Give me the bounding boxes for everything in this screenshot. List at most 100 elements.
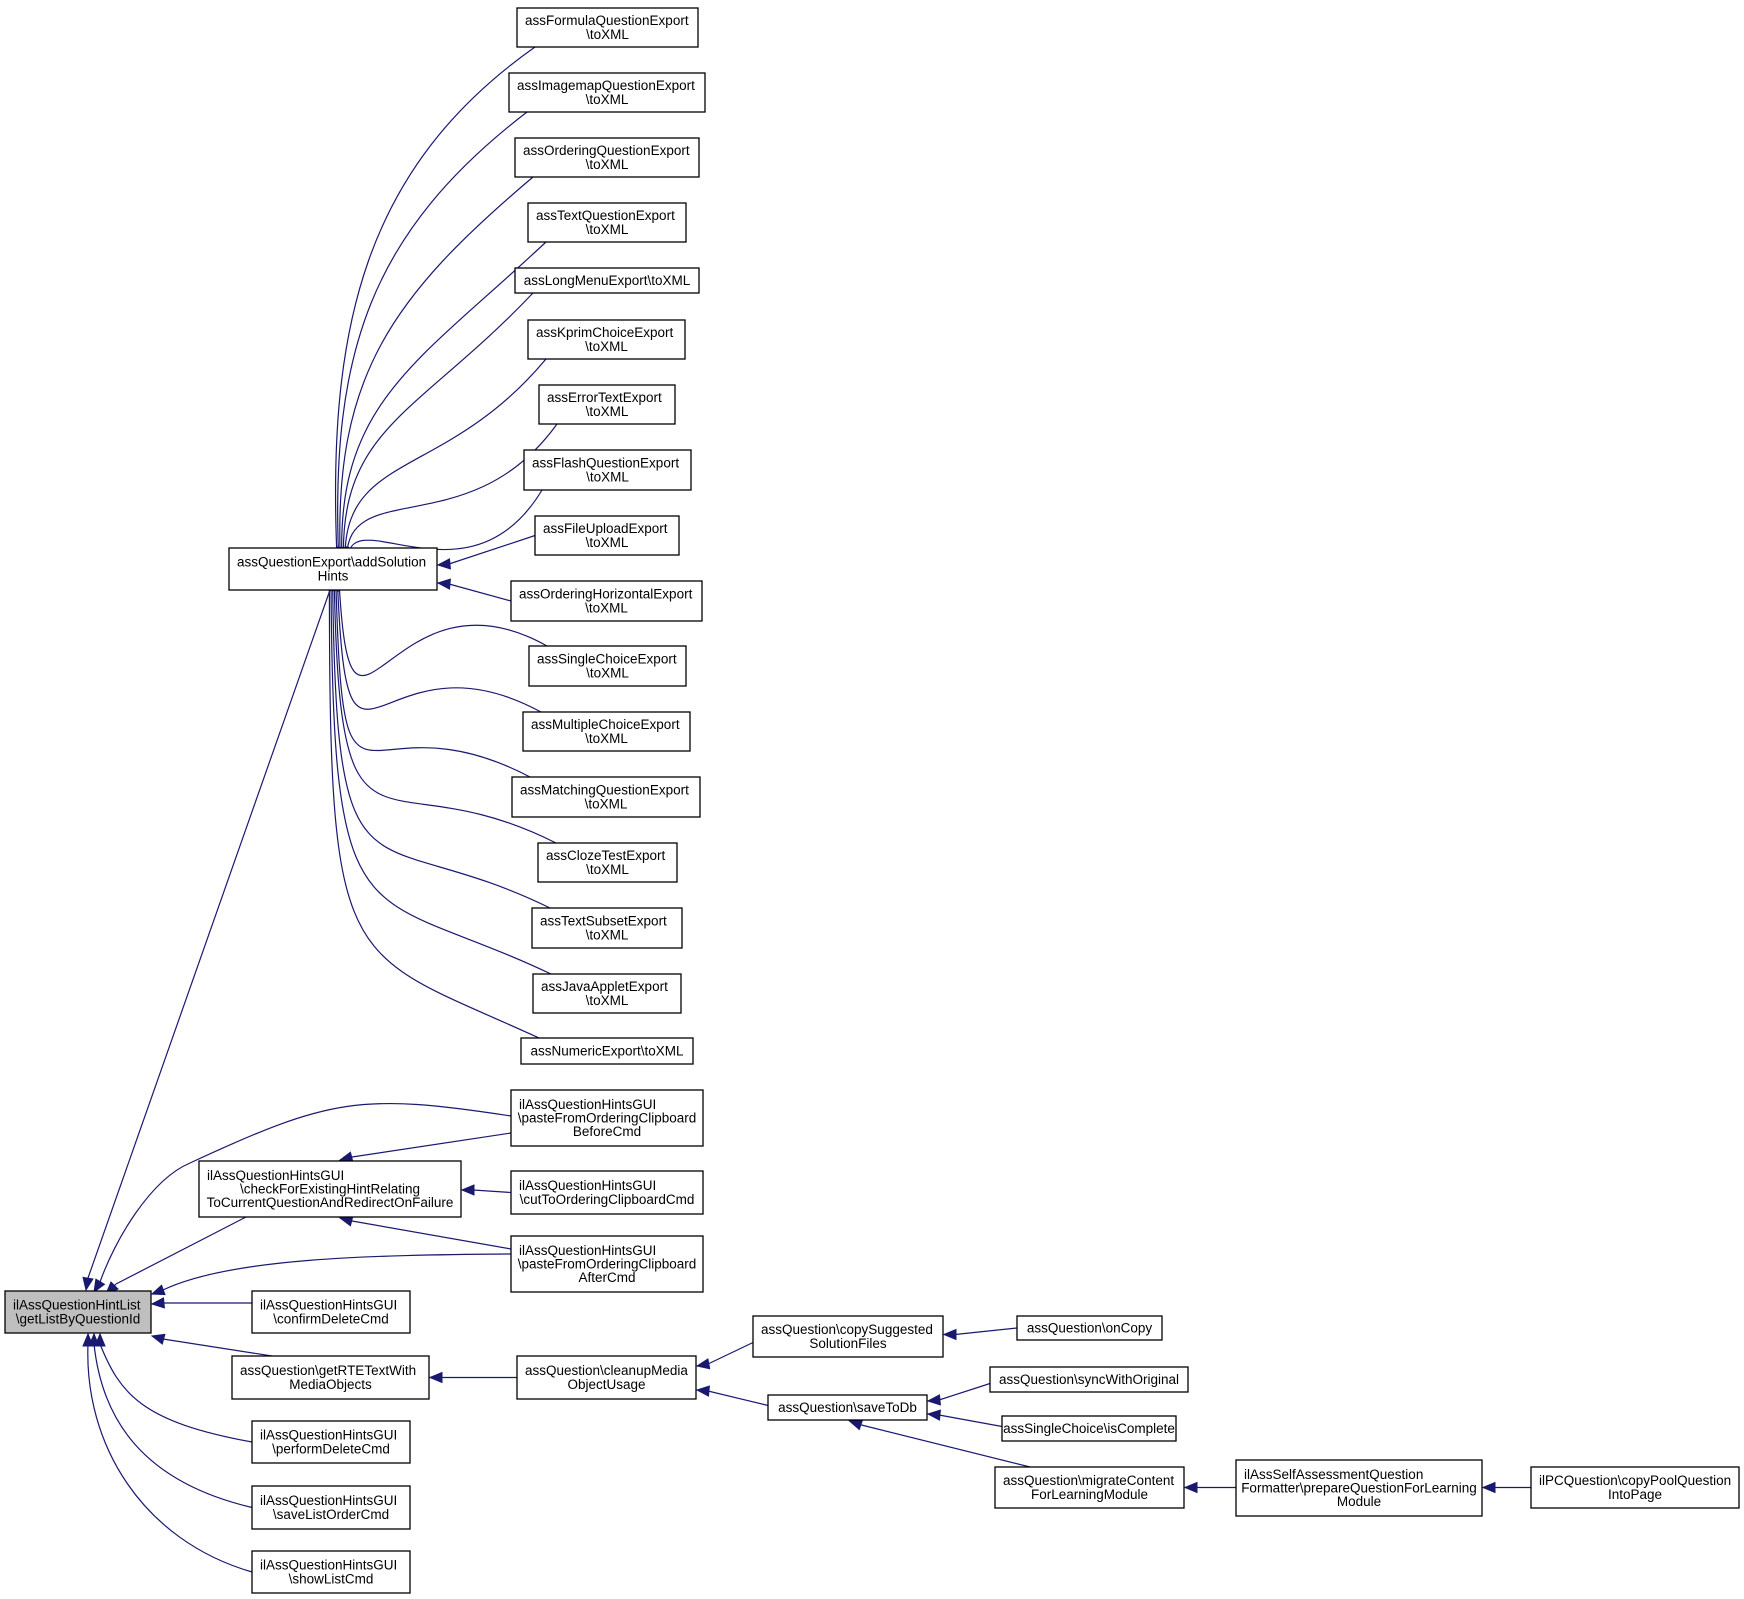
node-box (989, 1366, 1189, 1393)
call-edge (328, 580, 540, 1039)
node-kprim[interactable]: assKprimChoiceExport\toXML (527, 319, 686, 360)
node-label-line: ToCurrentQuestionAndRedirectOnFailure (207, 1195, 454, 1210)
arrowhead (942, 1328, 957, 1341)
node-label-line: assQuestion\migrateContent (1003, 1473, 1174, 1488)
node-label-line: Formatter\prepareQuestionForLearning (1241, 1481, 1477, 1496)
node-prepareQuestion[interactable]: ilAssSelfAssessmentQuestionFormatter\pre… (1235, 1459, 1483, 1517)
node-showList[interactable]: ilAssQuestionHintsGUI\showListCmd (251, 1550, 411, 1594)
node-cloze[interactable]: assClozeTestExport\toXML (537, 842, 678, 883)
node-label-line: BeforeCmd (573, 1124, 641, 1139)
node-label-line: ilAssQuestionHintsGUI (519, 1243, 656, 1258)
node-label-line: Module (1337, 1494, 1381, 1509)
call-edge (335, 580, 531, 778)
node-label-line: IntoPage (1608, 1487, 1662, 1502)
node-box (251, 1485, 411, 1530)
node-label-line: assKprimChoiceExport (536, 325, 674, 340)
node-label-line: assQuestion\getRTETextWith (240, 1363, 416, 1378)
node-label-line: ilAssQuestionHintsGUI (519, 1097, 656, 1112)
node-box (537, 842, 678, 883)
node-confirmDelete[interactable]: ilAssQuestionHintsGUI\confirmDeleteCmd (251, 1290, 411, 1334)
node-box (514, 267, 700, 294)
call-edge (338, 580, 548, 677)
node-label-line: assImagemapQuestionExport (517, 78, 695, 93)
call-edge (341, 241, 547, 558)
node-multiplechoice[interactable]: assMultipleChoiceExport\toXML (522, 711, 691, 752)
arrowhead (1481, 1481, 1496, 1494)
node-label-line: \performDeleteCmd (272, 1441, 390, 1456)
node-errortext[interactable]: assErrorTextExport\toXML (538, 384, 676, 425)
node-pasteAfter[interactable]: ilAssQuestionHintsGUI\pasteFromOrderingC… (510, 1235, 704, 1293)
node-ordering[interactable]: assOrderingQuestionExport\toXML (514, 137, 700, 178)
node-syncWithOriginal[interactable]: assQuestion\syncWithOriginal (989, 1366, 1189, 1393)
node-cutTo[interactable]: ilAssQuestionHintsGUI\cutToOrderingClipb… (510, 1170, 704, 1215)
arrowhead (428, 1371, 443, 1384)
node-label-line: \checkForExistingHintRelating (240, 1182, 420, 1197)
node-saveToDb[interactable]: assQuestion\saveToDb (767, 1394, 928, 1421)
node-box (528, 645, 687, 687)
node-box (508, 72, 706, 113)
node-label-line: ilPCQuestion\copyPoolQuestion (1539, 1473, 1731, 1488)
call-edge (351, 1132, 512, 1158)
call-edge (448, 583, 512, 602)
node-label-line: assLongMenuExport\toXML (524, 273, 691, 288)
node-label-line: \toXML (586, 665, 629, 680)
node-formula[interactable]: assFormulaQuestionExport\toXML (516, 7, 699, 48)
nodes: ilAssQuestionHintList\getListByQuestionI… (4, 7, 1740, 1594)
node-label-line: assFormulaQuestionExport (525, 13, 689, 28)
node-label-line: \toXML (586, 469, 629, 484)
call-edge (472, 1189, 512, 1194)
node-label-line: ilAssQuestionHintsGUI (260, 1298, 397, 1313)
node-performDelete[interactable]: ilAssQuestionHintsGUI\performDeleteCmd (251, 1420, 411, 1464)
node-label-line: \toXML (585, 600, 628, 615)
call-edge (87, 589, 331, 1279)
node-label-line: \toXML (586, 27, 629, 42)
node-label-line: \toXML (585, 731, 628, 746)
node-imagemap[interactable]: assImagemapQuestionExport\toXML (508, 72, 706, 113)
call-edge (334, 46, 536, 558)
node-checkHint[interactable]: ilAssQuestionHintsGUI\checkForExistingHi… (198, 1160, 462, 1218)
node-saveListOrder[interactable]: ilAssQuestionHintsGUI\saveListOrderCmd (251, 1485, 411, 1530)
node-javaapplet[interactable]: assJavaAppletExport\toXML (532, 973, 682, 1014)
node-root[interactable]: ilAssQuestionHintList\getListByQuestionI… (4, 1290, 152, 1334)
node-singlechoice[interactable]: assSingleChoiceExport\toXML (528, 645, 687, 687)
call-edge (344, 358, 547, 558)
node-numeric[interactable]: assNumericExport\toXML (520, 1037, 694, 1065)
node-label-line: AfterCmd (578, 1270, 635, 1285)
arrowhead (150, 1297, 165, 1309)
node-migrateContent[interactable]: assQuestion\migrateContentForLearningMod… (994, 1466, 1185, 1509)
node-fileupload[interactable]: assFileUploadExport\toXML (534, 515, 680, 556)
node-box (532, 973, 682, 1014)
call-edge (938, 1414, 1003, 1428)
node-box (523, 449, 692, 491)
node-pasteBefore[interactable]: ilAssQuestionHintsGUI\pasteFromOrderingC… (510, 1089, 704, 1147)
node-onCopy[interactable]: assQuestion\onCopy (1016, 1315, 1163, 1341)
node-label-line: assOrderingHorizontalExport (519, 587, 693, 602)
arrowhead (150, 1284, 166, 1296)
node-label-line: ilAssQuestionHintsGUI (260, 1558, 397, 1573)
node-label-line: ilAssQuestionHintsGUI (519, 1178, 656, 1193)
node-label-line: assSingleChoice\isComplete (1003, 1421, 1175, 1436)
node-isComplete[interactable]: assSingleChoice\isComplete (1001, 1415, 1177, 1442)
node-matching[interactable]: assMatchingQuestionExport\toXML (511, 776, 701, 818)
node-longmenu[interactable]: assLongMenuExport\toXML (514, 267, 700, 294)
node-box (251, 1420, 411, 1464)
node-box (251, 1550, 411, 1594)
node-label-line: \toXML (586, 404, 629, 419)
node-textsubset[interactable]: assTextSubsetExport\toXML (531, 907, 683, 949)
node-orderinghorizontal[interactable]: assOrderingHorizontalExport\toXML (510, 580, 703, 622)
node-box (538, 384, 676, 425)
arrowhead (695, 1385, 710, 1397)
node-label-line: assTextQuestionExport (536, 208, 675, 223)
node-label-line: ilAssQuestionHintsGUI (260, 1493, 397, 1508)
arrowhead (82, 1332, 94, 1347)
node-text[interactable]: assTextQuestionExport\toXML (527, 202, 687, 243)
node-box (534, 515, 680, 556)
node-label-line: \cutToOrderingClipboardCmd (520, 1192, 695, 1207)
node-label-line: assNumericExport\toXML (530, 1044, 684, 1059)
node-flash[interactable]: assFlashQuestionExport\toXML (523, 449, 692, 491)
